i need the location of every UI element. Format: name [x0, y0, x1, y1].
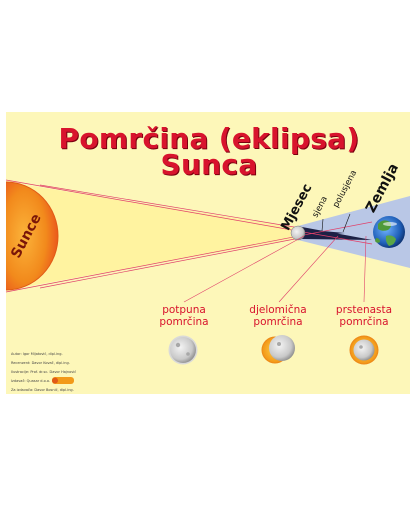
credit-line: Za izdavača: Davor Bosnić, dipl.ing.: [11, 388, 74, 392]
title-line-1: Pomrčina (eklipsa): [58, 122, 360, 155]
total-eclipse-icon: [168, 335, 198, 365]
credit-line: Autor: Igor Mijatović, dipl.ing.: [11, 352, 63, 356]
partial-eclipse-icon: [261, 335, 295, 364]
shadow-pointer: [321, 218, 324, 232]
caption-annular-line1: prstenasta: [335, 304, 393, 316]
caption-leader-lines: [183, 235, 367, 303]
sun-icon: [5, 181, 59, 291]
earth-icon: [373, 216, 405, 248]
caption-annular-line2: pomrčina: [339, 316, 389, 328]
umbra-core: [300, 229, 345, 237]
annular-eclipse-icon: [349, 335, 379, 365]
publisher-logo: [52, 377, 74, 384]
caption-total-line2: pomrčina: [159, 316, 209, 328]
caption-partial-line2: pomrčina: [253, 316, 303, 328]
title-line-2: Sunca: [160, 148, 258, 181]
ray-lines: [5, 179, 373, 293]
credit-line: Izdavač: Quasar d.o.o.: [11, 379, 51, 383]
shadow-label: sjena: [311, 195, 330, 220]
credit-line: Ilustracije: Prof. dr.sc. Davor Hajnović: [11, 370, 77, 374]
penumbra-pointer: [342, 213, 351, 233]
credit-line: Recenzent: Davor Kovač, dipl.ing.: [11, 361, 70, 365]
caption-annular: prstenasta pomrčina: [324, 304, 404, 328]
moon-icon: [290, 225, 306, 241]
penumbra-cone: [298, 196, 410, 268]
caption-partial: djelomična pomrčina: [238, 304, 318, 328]
credits-block: Autor: Igor Mijatović, dipl.ing. Recenze…: [11, 350, 76, 395]
sunlight-cone: [6, 182, 298, 290]
caption-total: potpuna pomrčina: [144, 304, 224, 328]
caption-total-line1: potpuna: [162, 304, 206, 316]
caption-partial-line1: djelomična: [249, 304, 307, 316]
